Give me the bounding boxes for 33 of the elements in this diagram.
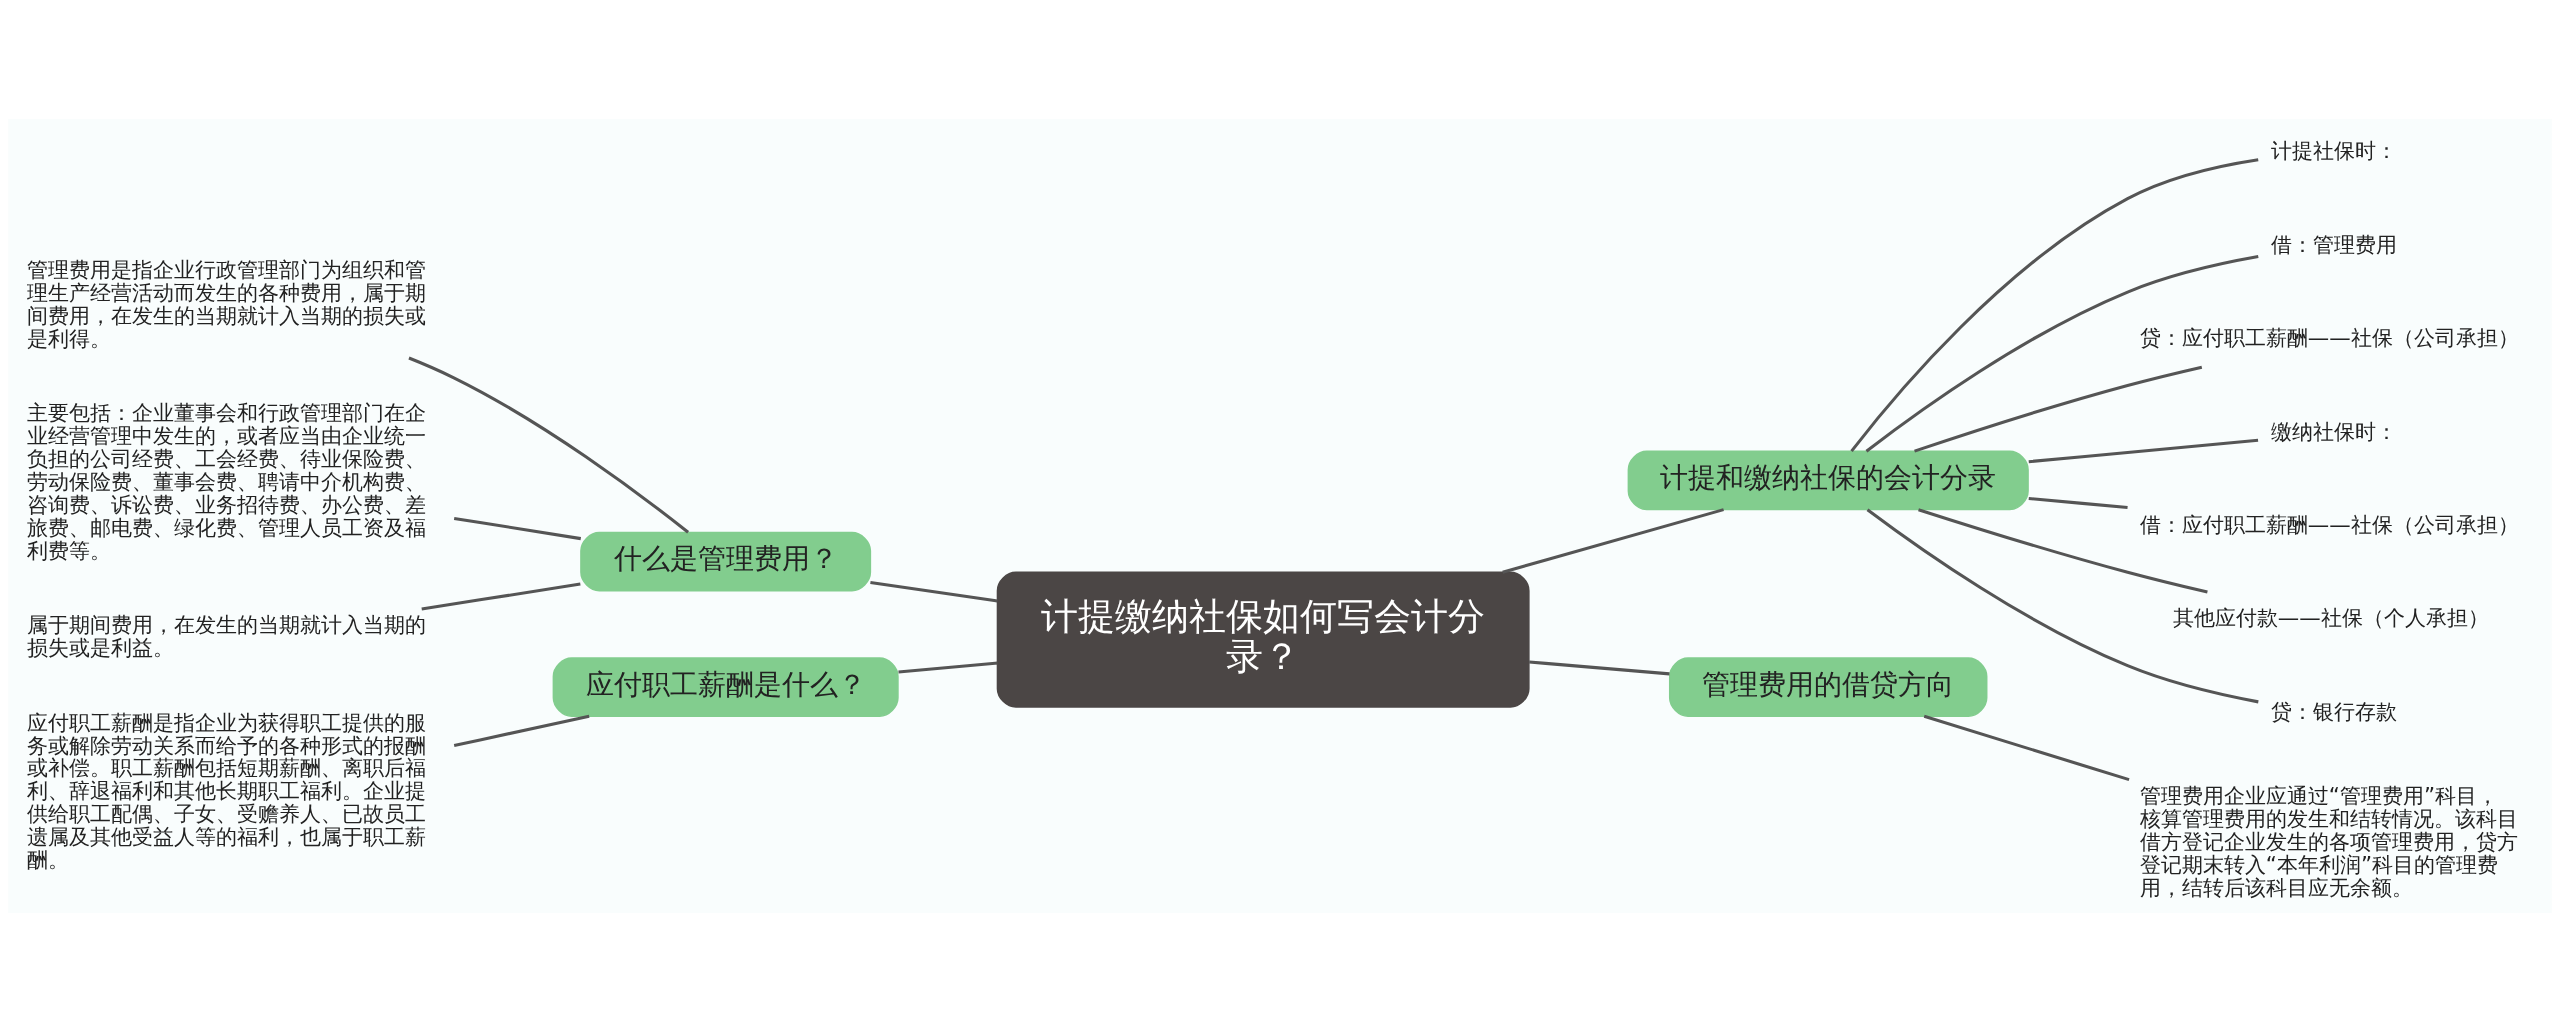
node-text: 贷：应付职工薪酬——社保（公司承担） bbox=[2139, 325, 2519, 351]
connector bbox=[1865, 255, 2259, 453]
connector bbox=[453, 516, 581, 541]
node-box: 应付职工薪酬是什么？ bbox=[552, 657, 899, 717]
connector bbox=[870, 580, 998, 603]
node-text: 计提社保时： bbox=[2270, 138, 2397, 164]
node-text: 管理费用企业应通过“管理费用”科目，核算管理费用的发生和结转情况。该科目借方登记企业发生的各项管理费用，贷方登记期末转入“本年利润”科目的管理费用，结转后该科目应无余额。 bbox=[2139, 783, 2518, 900]
connector bbox=[1502, 508, 1724, 574]
connector bbox=[408, 356, 690, 534]
node-box: 计提缴纳社保如何写会计分录？ bbox=[996, 571, 1530, 708]
connector bbox=[2028, 496, 2128, 509]
connector bbox=[1918, 508, 2208, 594]
node-box: 什么是管理费用？ bbox=[580, 531, 872, 592]
node-text: 主要包括：企业董事会和行政管理部门在企业经营管理中发生的，或者应当由企业统一负担的公司经费、工会经费、待业保险费、劳动保险费、董事会费、聘请中介机构费、咨询费、诉讼费、业务招待费、办公费、差旅费、邮电费、绿化费、管理人员工资及福利费等。 bbox=[26, 400, 426, 564]
connector bbox=[1850, 158, 2259, 453]
node-box: 管理费用的借贷方向 bbox=[1668, 657, 1988, 717]
node-box: 计提和缴纳社保的会计分录 bbox=[1627, 450, 2029, 511]
connector bbox=[1529, 660, 1670, 676]
node-text: 借：管理费用 bbox=[2270, 231, 2397, 257]
connector bbox=[1914, 365, 2203, 453]
node-text: 贷：银行存款 bbox=[2270, 698, 2397, 724]
node-text: 缴纳社保时： bbox=[2270, 418, 2397, 444]
connector bbox=[898, 661, 998, 674]
node-text: 借：应付职工薪酬——社保（公司承担） bbox=[2139, 512, 2519, 537]
node-text: 管理费用是指企业行政管理部门为组织和管理生产经营活动而发生的各种费用，属于期间费用，在发生的当期就计入当期的损失或是利得。 bbox=[26, 257, 426, 351]
node-text: 应付职工薪酬是指企业为获得职工提供的服务或解除劳动关系而给予的各种形式的报酬或补偿。职工薪酬包括短期薪酬、离职后福利、辞退福利和其他长期职工福利。企业提供给职工配偶、子女、受赡养人、已故员工遗属及其他受益人等的福利，也属于职工薪酬。 bbox=[26, 709, 426, 873]
connector bbox=[1866, 508, 2259, 704]
connector bbox=[453, 714, 590, 747]
connector bbox=[2028, 438, 2259, 464]
connector bbox=[1923, 714, 2130, 782]
node-text: 其他应付款——社保（个人承担） bbox=[2172, 605, 2489, 631]
connector bbox=[421, 582, 581, 611]
node-text: 属于期间费用，在发生的当期就计入当期的损失或是利益。 bbox=[26, 612, 426, 661]
